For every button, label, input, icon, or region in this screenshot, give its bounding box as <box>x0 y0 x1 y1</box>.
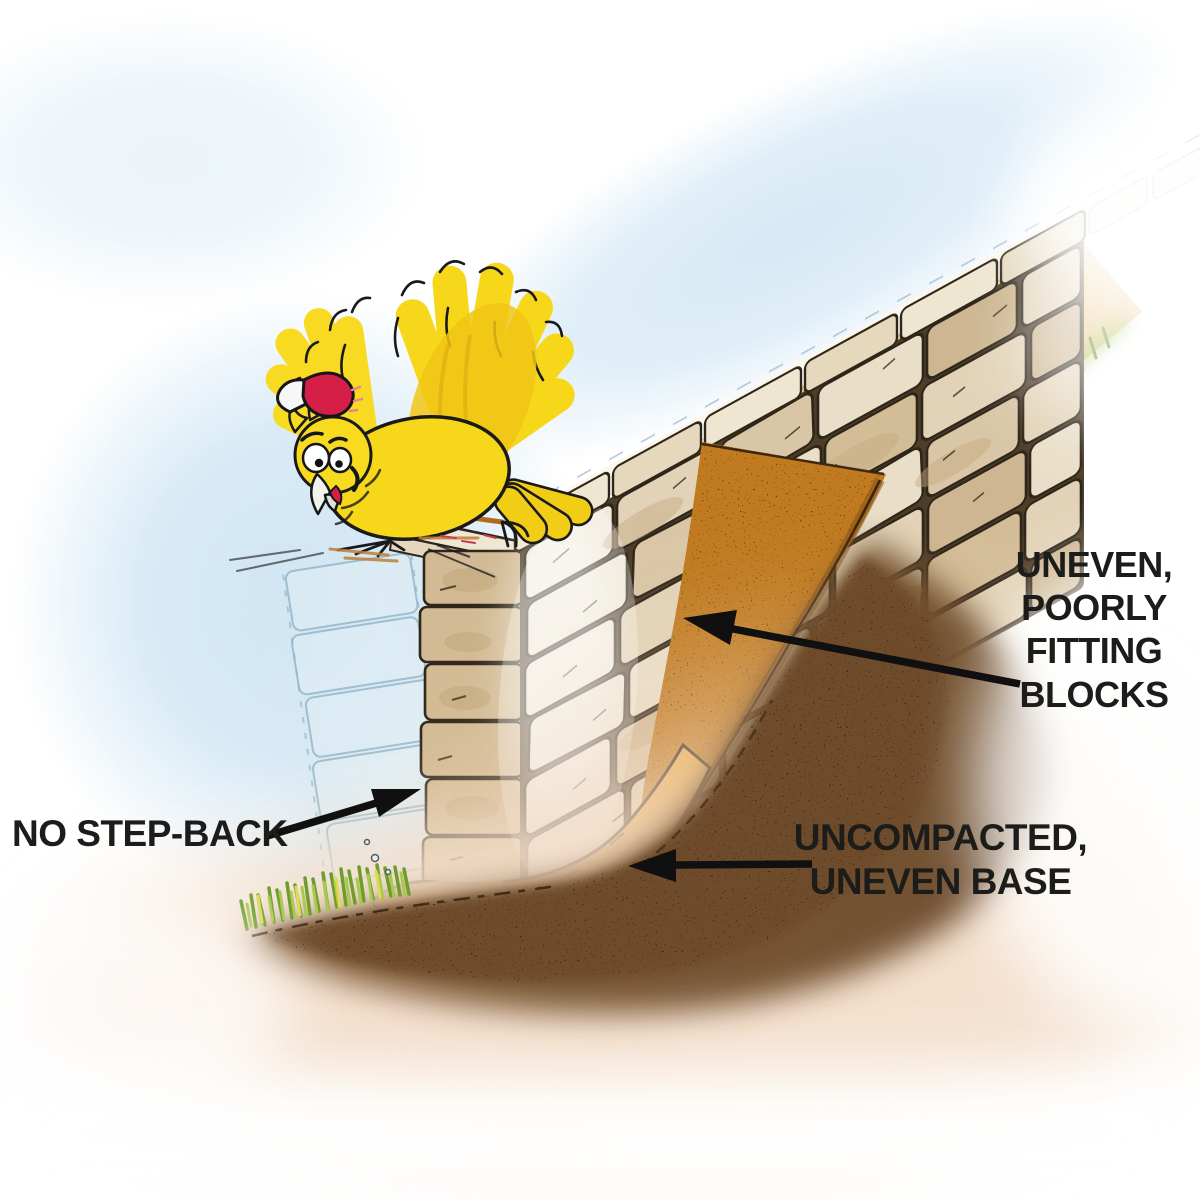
chicken-comb <box>276 371 364 418</box>
arrow-icon-base <box>628 849 813 882</box>
base-grass-tufts <box>239 838 411 931</box>
annotation-arrows <box>265 610 1021 882</box>
arrow-icon-step-back <box>265 789 421 840</box>
arrow-icon-blocks <box>683 610 1021 688</box>
straw-and-scratch-marks <box>229 534 497 578</box>
annotation-label-step-back: NO STEP-BACK <box>12 813 288 854</box>
chicken-eyes <box>300 431 353 474</box>
pebbles <box>363 838 392 876</box>
chicken <box>229 260 594 578</box>
annotation-label-base: UNCOMPACTED, UNEVEN BASE <box>793 817 1088 903</box>
chicken-tail <box>493 478 594 545</box>
edge-fades <box>0 107 1200 1200</box>
chicken-beak <box>310 466 360 516</box>
annotation-label-blocks: UNEVEN, POORLY FITTING BLOCKS <box>1015 544 1173 715</box>
